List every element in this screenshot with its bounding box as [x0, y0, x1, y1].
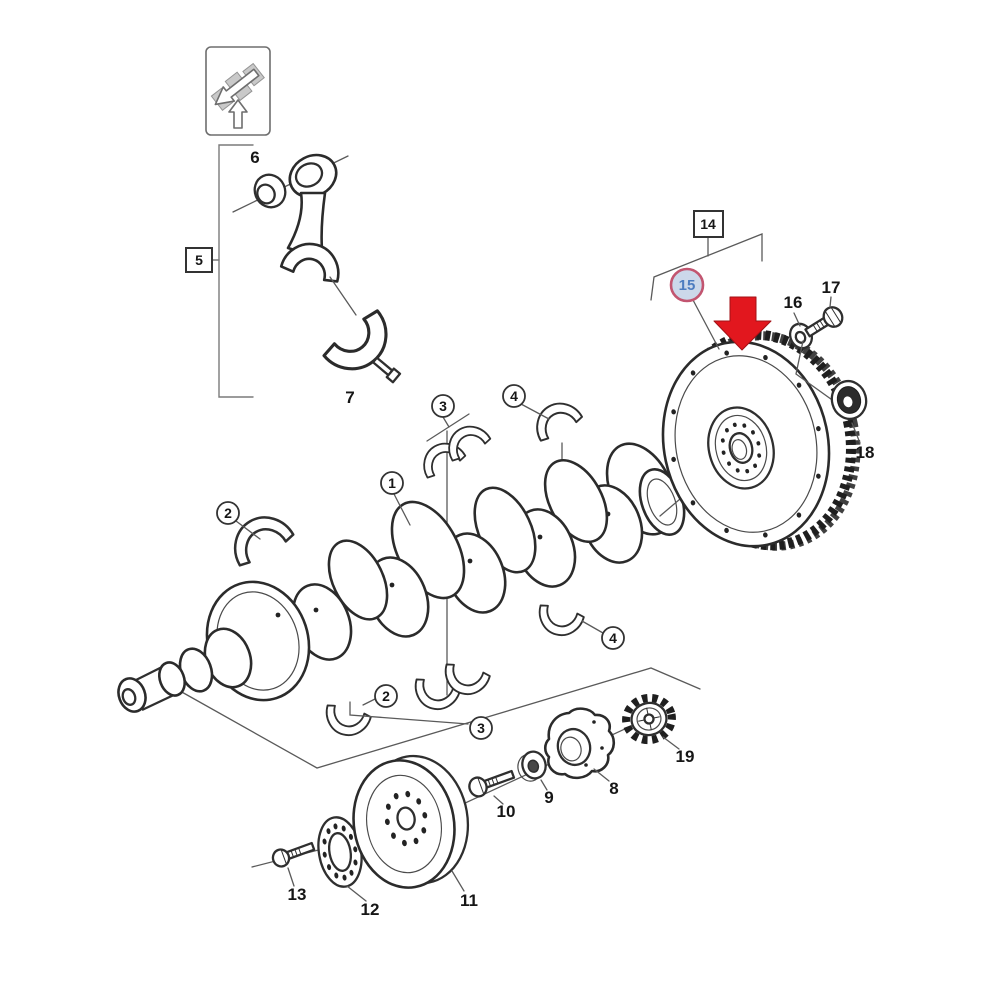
hub-washer	[517, 750, 547, 782]
callout-1[interactable]: 1	[380, 471, 404, 495]
callout-11-label[interactable]: 11	[460, 891, 478, 910]
callout-5-label: 5	[195, 252, 203, 268]
callout-3-lower[interactable]: 3	[469, 716, 493, 740]
flywheel	[661, 340, 831, 548]
callout-5[interactable]: 5	[185, 247, 213, 273]
callout-12-label[interactable]: 12	[361, 900, 380, 919]
up-arrow-icon	[228, 99, 248, 129]
callout-9-label[interactable]: 9	[544, 788, 553, 807]
crankshaft-pulley-damper	[352, 754, 470, 889]
small-end-bushing	[253, 173, 287, 209]
callout-16-label[interactable]: 16	[784, 293, 803, 312]
callouts: 5 14 15 1 2 2 3 3	[185, 148, 875, 919]
crankshaft-nose	[117, 661, 186, 713]
callout-10-label[interactable]: 10	[497, 802, 516, 821]
callout-14-label: 14	[700, 216, 716, 232]
orientation-indicator-icon	[205, 46, 271, 136]
callout-15-selected[interactable]: 15	[669, 267, 705, 303]
callout-4-upper[interactable]: 4	[502, 384, 526, 408]
group-bracket-5	[218, 144, 254, 398]
callout-17-label[interactable]: 17	[822, 278, 841, 297]
callout-18-label[interactable]: 18	[856, 443, 875, 462]
highlight-arrow-icon	[713, 296, 772, 351]
callout-14[interactable]: 14	[693, 210, 724, 238]
flywheel-bolt-holes	[671, 350, 821, 538]
callout-2-upper[interactable]: 2	[216, 501, 240, 525]
connecting-rod-assembly	[211, 144, 403, 398]
damper-bolt	[271, 841, 316, 868]
callout-8-label[interactable]: 8	[609, 779, 618, 798]
callout-6-label[interactable]: 6	[250, 148, 259, 167]
callout-2-label: 2	[382, 688, 390, 704]
hub-bolt	[468, 769, 516, 798]
direction-arrow-icon	[214, 68, 260, 106]
flywheel-hub	[707, 406, 775, 490]
rod-bearing-cap	[320, 307, 403, 385]
callout-3-upper[interactable]: 3	[431, 394, 455, 418]
rod-cap-bolt	[371, 356, 402, 384]
pilot-bearing	[830, 379, 868, 421]
callout-15-label: 15	[679, 277, 696, 294]
callout-3-label: 3	[477, 720, 485, 736]
callout-4-lower[interactable]: 4	[601, 626, 625, 650]
flywheel-assembly	[650, 233, 868, 551]
pulley-bolt-holes	[384, 790, 428, 847]
flywheel-bolt-washer	[788, 322, 814, 350]
crankshaft-hub	[543, 707, 616, 780]
connecting-rod	[279, 153, 347, 285]
callout-19-label[interactable]: 19	[676, 747, 695, 766]
callout-13-label[interactable]: 13	[288, 885, 307, 904]
callout-4-label: 4	[609, 630, 617, 646]
flywheel-bolt	[804, 306, 844, 338]
callout-1-label: 1	[388, 475, 396, 491]
callout-2-lower[interactable]: 2	[374, 684, 398, 708]
damper-and-gear-assembly	[251, 693, 680, 902]
callout-4-label: 4	[510, 388, 518, 404]
callout-3-label: 3	[439, 398, 447, 414]
callout-2-label: 2	[224, 505, 232, 521]
callout-7-label[interactable]: 7	[345, 388, 354, 407]
